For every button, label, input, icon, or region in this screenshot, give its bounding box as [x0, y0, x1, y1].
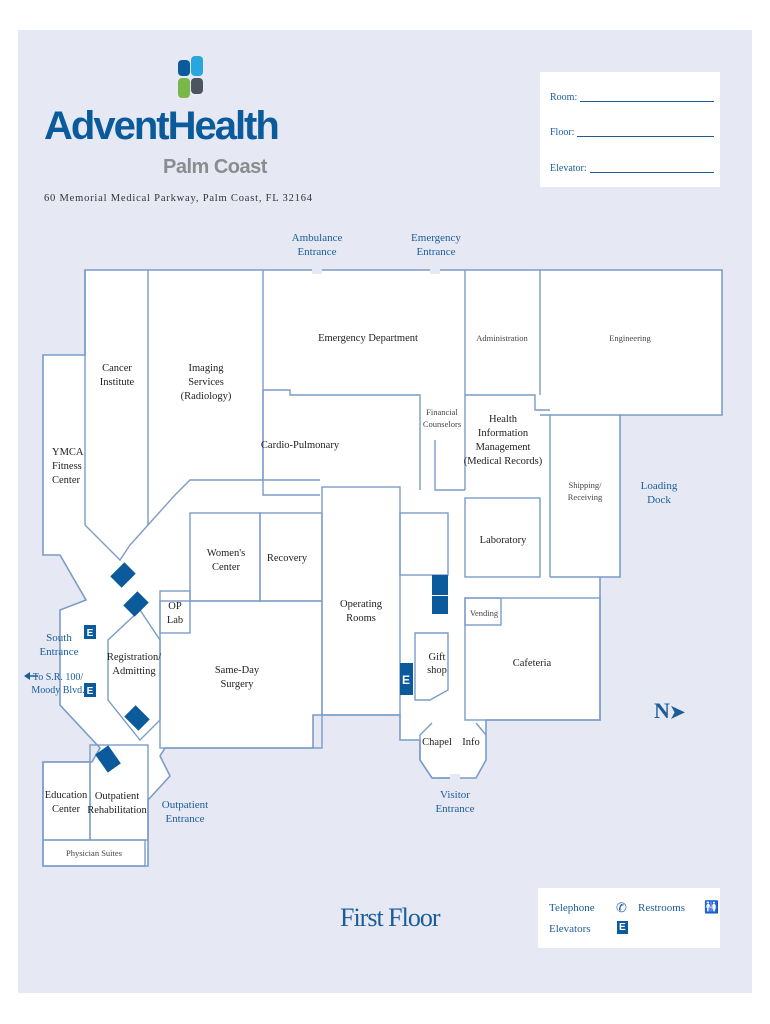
adventhealth-logo-mark	[178, 56, 203, 98]
restroom-icon	[95, 745, 121, 773]
telephone-icon	[124, 705, 150, 731]
restroom-icon: 🚻	[704, 900, 719, 914]
engineering-label: Engineering	[609, 333, 651, 343]
brand-name: AdventHealth	[44, 104, 280, 148]
room-info-box: Room: Floor: Elevator:	[540, 72, 720, 187]
address: 60 Memorial Medical Parkway, Palm Coast,…	[44, 193, 313, 204]
north-indicator: N➤	[654, 698, 685, 724]
floor-title: First Floor	[340, 903, 441, 932]
elevator-label: Elevator:	[550, 163, 587, 174]
administration-label: Administration	[476, 333, 528, 343]
north-label: N	[654, 698, 670, 723]
elevator-field[interactable]: Elevator:	[550, 163, 714, 174]
telephone-icon: ✆	[616, 900, 627, 915]
brand-location: Palm Coast	[163, 156, 267, 178]
floor-field[interactable]: Floor:	[550, 127, 714, 138]
svg-text:E: E	[87, 628, 94, 639]
svg-text:E: E	[87, 686, 94, 697]
svg-text:E: E	[402, 673, 410, 687]
restroom-icon	[110, 562, 136, 588]
restroom-icon	[432, 596, 448, 614]
physician-suites-label: Physician Suites	[66, 848, 122, 858]
elevator-icon[interactable]: E	[84, 625, 96, 639]
elevator-icon: E	[617, 921, 628, 934]
elevator-icon[interactable]: E	[84, 683, 96, 697]
registration-label: Registration/Admitting	[107, 652, 161, 677]
laboratory-label: Laboratory	[480, 535, 527, 546]
emergency-department-label: Emergency Department	[318, 333, 418, 344]
recovery-label: Recovery	[267, 553, 308, 564]
north-arrow-icon: ➤	[669, 702, 685, 722]
map-legend: Telephone ✆ Restrooms 🚻 Elevators E	[538, 888, 720, 948]
floor-label: Floor:	[550, 127, 575, 138]
legend-telephone-label: Telephone	[549, 902, 595, 914]
room-label: Room:	[550, 92, 578, 103]
restroom-icon	[432, 575, 448, 595]
chapel-label: Chapel	[422, 737, 452, 748]
room-field[interactable]: Room:	[550, 92, 714, 103]
cafeteria-label: Cafeteria	[513, 658, 552, 669]
shipping-receiving-label: Shipping/Receiving	[568, 480, 603, 502]
restroom-icon	[123, 591, 149, 617]
south-direction-label: To S.R. 100/Moody Blvd.	[31, 672, 84, 696]
building-footprint	[42, 269, 723, 867]
cardio-pulmonary-label: Cardio-Pulmonary	[261, 440, 340, 451]
info-desk-label: Info	[462, 737, 480, 748]
legend-restrooms-label: Restrooms	[638, 902, 686, 914]
vending-label: Vending	[470, 608, 499, 618]
legend-elevators-label: Elevators	[549, 923, 591, 935]
elevator-icon[interactable]: E	[400, 663, 413, 695]
